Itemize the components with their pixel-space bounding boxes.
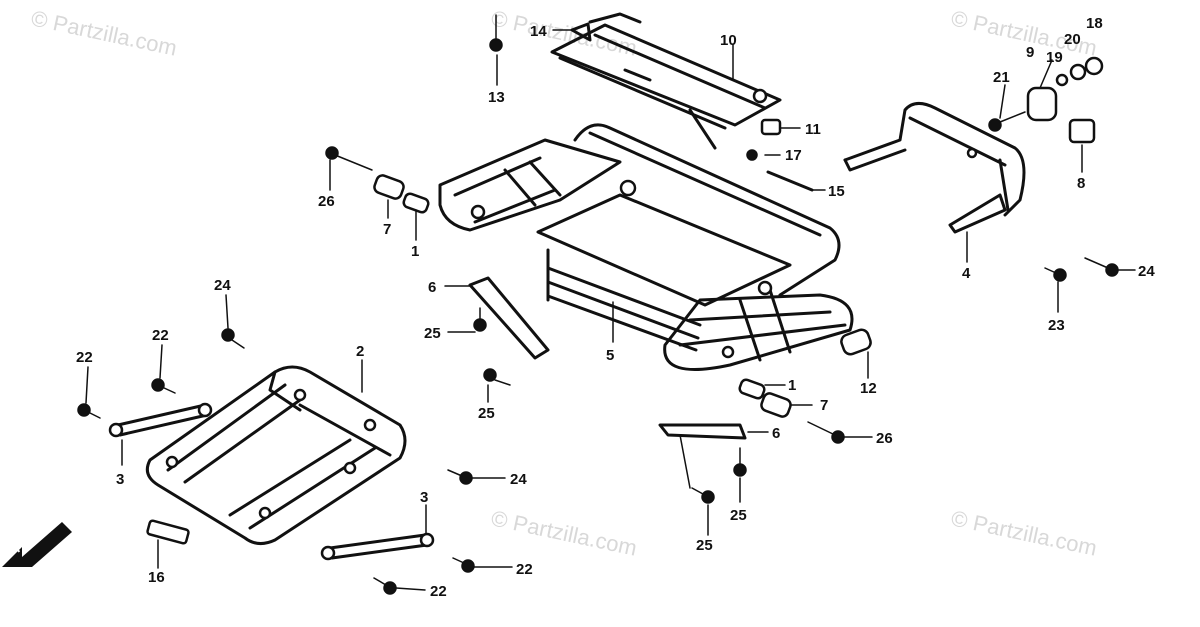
- callout-21: 21: [993, 69, 1010, 86]
- callout-22-d: 22: [430, 583, 447, 600]
- callout-4: 4: [962, 265, 971, 282]
- callout-22-c: 22: [516, 561, 533, 578]
- callout-13: 13: [488, 89, 505, 106]
- callout-24-top: 24: [214, 277, 231, 294]
- callout-6-left: 6: [428, 279, 436, 296]
- callout-22-b: 22: [76, 349, 93, 366]
- hardware: [146, 22, 1104, 545]
- callout-26-right: 26: [876, 430, 893, 447]
- callout-9: 9: [1026, 44, 1034, 61]
- callout-7-right: 7: [820, 397, 828, 414]
- callout-labels: 10 14 13 11 17 15 18 20 19 9 21 8 4 24 2…: [76, 15, 1155, 600]
- callout-20: 20: [1064, 31, 1081, 48]
- callout-3-left: 3: [116, 471, 124, 488]
- watermark: © Partzilla.com: [489, 505, 639, 560]
- watermark: © Partzilla.com: [29, 5, 179, 60]
- callout-19: 19: [1046, 49, 1063, 66]
- callout-6-right: 6: [772, 425, 780, 442]
- forward-direction-arrow: FWD: [2, 522, 72, 567]
- callout-18: 18: [1086, 15, 1103, 32]
- part-6-brackets: [468, 276, 747, 440]
- callout-22-a: 22: [152, 327, 169, 344]
- callout-17: 17: [785, 147, 802, 164]
- callout-7-left: 7: [383, 221, 391, 238]
- callout-16: 16: [148, 569, 165, 586]
- leader-lines: [85, 29, 1136, 591]
- part-3-stays: [108, 402, 435, 561]
- callout-23: 23: [1048, 317, 1065, 334]
- part-10-upper-bracket: [550, 12, 782, 150]
- callout-8: 8: [1077, 175, 1085, 192]
- callout-1-left: 1: [411, 243, 419, 260]
- callout-11: 11: [805, 121, 821, 138]
- callout-24-bottom: 24: [510, 471, 527, 488]
- callout-25-d: 25: [696, 537, 713, 554]
- part-4-rear-pipe: [843, 102, 1026, 234]
- callout-3-right: 3: [420, 489, 428, 506]
- part-2-front-carrier: [145, 365, 407, 545]
- callout-15: 15: [828, 183, 845, 200]
- callout-12: 12: [860, 380, 877, 397]
- callout-14: 14: [530, 23, 547, 40]
- callout-25-a: 25: [424, 325, 441, 342]
- part-5-rear-carrier: [438, 123, 854, 371]
- callout-25-c: 25: [730, 507, 747, 524]
- callout-24-right: 24: [1138, 263, 1155, 280]
- watermark: © Partzilla.com: [949, 505, 1099, 560]
- callout-1-right: 1: [788, 377, 796, 394]
- callout-26-left: 26: [318, 193, 335, 210]
- callout-2: 2: [356, 343, 364, 360]
- callout-25-b: 25: [478, 405, 495, 422]
- callout-10: 10: [720, 32, 737, 49]
- callout-5: 5: [606, 347, 614, 364]
